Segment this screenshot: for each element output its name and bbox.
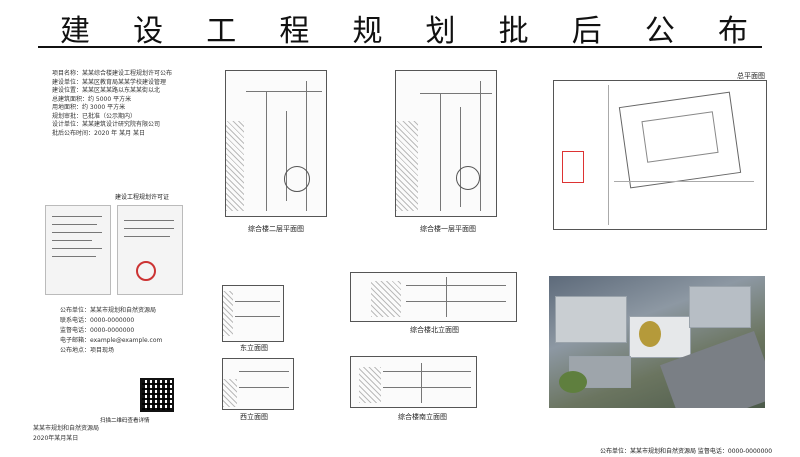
site-plan-label: 总平面图	[737, 72, 765, 80]
elevation-north-caption: 综合楼北立面图	[410, 326, 459, 334]
elevation-south-caption: 综合楼南立面图	[398, 413, 447, 421]
license-heading: 建设工程规划许可证	[115, 194, 170, 201]
title-char: 程	[279, 14, 312, 49]
rendering-label: 效果图	[737, 269, 758, 277]
elevation-south	[350, 356, 477, 408]
footer-line: 2020年某月某日	[33, 435, 79, 442]
elevation-west	[222, 358, 294, 410]
elevation-north	[350, 272, 517, 322]
title-char: 批	[498, 14, 531, 49]
floor-plan-2f	[225, 70, 327, 217]
bottom-footer-note: 公布单位：某某市规划和自然资源局 监督电话：0000-0000000	[600, 448, 773, 455]
contact-line: 电子邮箱：example@example.com	[60, 337, 163, 344]
info-line: 建设位置：某某区某某路以东某某街以北	[52, 87, 161, 94]
title-char: 后	[571, 14, 604, 49]
qr-code-icon[interactable]	[140, 378, 174, 412]
contact-line: 公布单位：某某市规划和自然资源局	[60, 307, 157, 314]
title-char: 布	[717, 14, 750, 49]
title-char: 公	[644, 14, 677, 49]
elevation-west-caption: 西立面图	[240, 413, 268, 421]
title-char: 设	[133, 14, 166, 49]
project-info: 项目名称：某某综合楼建设工程规划许可公布建设单位：某某区教育局某某学校建设管理建…	[52, 70, 202, 138]
title-divider	[38, 46, 762, 48]
title-char: 工	[206, 14, 239, 49]
official-seal-icon	[136, 261, 156, 281]
qr-caption: 扫描二维码查看详情	[100, 418, 150, 424]
elevation-east	[222, 285, 284, 342]
plan-2f-caption: 综合楼二层平面图	[248, 225, 304, 233]
publisher-footer: 某某市规划和自然资源局 2020年某月某日	[33, 424, 183, 444]
contact-line: 监督电话：0000-0000000	[60, 327, 135, 334]
page-title: 建设工程规划批后公布	[60, 6, 750, 49]
architectural-rendering	[549, 276, 765, 408]
contact-info: 公布单位：某某市规划和自然资源局联系电话：0000-0000000 监督电话：00…	[60, 306, 200, 356]
info-line: 总建筑面积：约 5000 平方米	[52, 95, 132, 103]
info-line: 项目名称：某某综合楼建设工程规划许可公布	[52, 70, 173, 77]
info-line: 建设单位：某某区教育局某某学校建设管理	[52, 78, 167, 86]
license-document-back	[117, 205, 183, 295]
license-document-front	[45, 205, 111, 295]
info-line: 设计单位：某某建筑设计研究院有限公司	[52, 121, 161, 128]
title-char: 划	[425, 14, 458, 49]
info-line: 规划审批：已批准（公示期内）	[52, 112, 137, 120]
title-char: 规	[352, 14, 385, 49]
elevation-east-caption: 东立面图	[240, 344, 268, 352]
info-line: 批后公布时间：2020 年 某月 某日	[52, 129, 145, 137]
footer-line: 某某市规划和自然资源局	[33, 425, 100, 432]
info-line: 用地面积：约 3000 平方米	[52, 104, 126, 111]
contact-line: 联系电话：0000-0000000	[60, 317, 135, 324]
title-char: 建	[60, 14, 92, 49]
contact-line: 公布地点：项目现场	[60, 347, 115, 354]
site-plan	[553, 80, 767, 230]
plan-1f-caption: 综合楼一层平面图	[420, 225, 476, 233]
floor-plan-1f	[395, 70, 497, 217]
